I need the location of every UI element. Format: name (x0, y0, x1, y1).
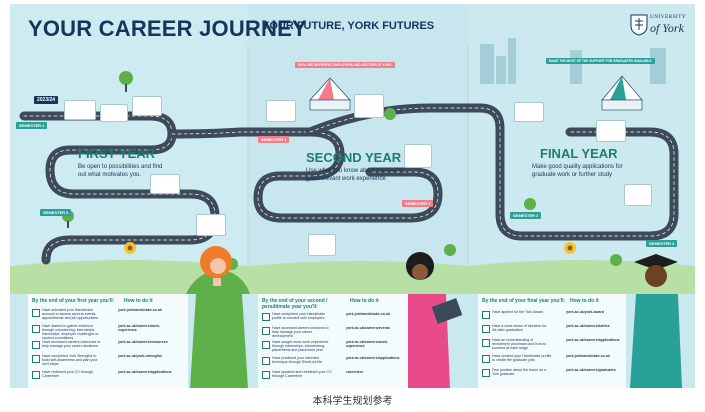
info-bubble (266, 100, 296, 122)
how-heading: How to do it (124, 298, 153, 304)
final-banner: MAKE THE MOST OF THE SUPPORT FOR GRADUAT… (546, 58, 655, 64)
semester-1-label-mid: SEMESTER 1 (258, 136, 290, 143)
info-bubble (196, 214, 226, 236)
career-journey-poster: YOUR CAREER JOURNEY YOUR FUTURE, YORK FU… (10, 4, 695, 388)
checklist-heading: By the end of your second / penultimate … (262, 298, 328, 310)
second-year-description: Use what you know about yourself to gain… (306, 168, 405, 182)
info-bubble (132, 96, 162, 116)
first-year-description: Be open to possibilities and find out wh… (78, 164, 163, 178)
how-heading: How to do it (350, 298, 379, 304)
checkbox[interactable] (32, 355, 40, 363)
checklist-heading: By the end of your first year you'll: (32, 298, 115, 304)
checkbox[interactable] (262, 341, 270, 349)
checklist-row: Have accessed careers sessions to help m… (262, 326, 404, 338)
checklist-row: Have completed your Handshake profile to… (262, 312, 404, 322)
checklist-row: Have updated and refreshed your CV throu… (262, 370, 404, 380)
student-illustration-right (630, 254, 682, 388)
final-year-heading: FINAL YEAR (540, 146, 618, 161)
checkbox[interactable] (262, 371, 270, 379)
checklist-row: Have sought more work experience through… (262, 340, 404, 352)
semester-3-label-final: SEMESTER 3 (646, 240, 678, 247)
checklist-row: Feel positive about the future as a York… (482, 368, 622, 378)
mid-banner: EXPLORE DIFFERENT EMPLOYERS AND SECTORS … (295, 62, 395, 68)
checklist-row: Have practised your interview technique … (262, 356, 404, 366)
event-tent-final (601, 75, 643, 111)
event-tent-middle (309, 77, 351, 111)
checkbox[interactable] (482, 355, 490, 363)
image-caption: 本科学生规划参考 (312, 396, 393, 407)
checkbox[interactable] (482, 369, 490, 377)
semester-2-label-final: SEMESTER 2 (510, 212, 542, 219)
year-chip: 2023/24 (34, 96, 59, 104)
info-bubble (514, 102, 544, 122)
checklist-first-year: By the end of your first year you'll: Ho… (28, 294, 188, 388)
student-illustration-left (186, 246, 250, 388)
checklist-row: Have started to gather evidence through … (32, 324, 182, 340)
info-bubble (404, 144, 432, 168)
page-title: YOUR CAREER JOURNEY (28, 16, 307, 41)
info-bubble (100, 104, 128, 122)
first-year-heading: FIRST YEAR (78, 146, 156, 161)
checklist-row: Have a clear sense of direction for life… (482, 324, 622, 334)
checklist-row: Have an understanding of recruitment pro… (482, 338, 622, 350)
checkbox[interactable] (32, 371, 40, 379)
checklist-row: Have accessed careers resources to help … (32, 340, 182, 350)
checklist-heading: By the end of your final year you'll: (482, 298, 566, 304)
semester-2-label-mid: SEMESTER 2 (402, 200, 434, 207)
checkbox[interactable] (262, 313, 270, 321)
final-year-description: Make good quality applications for gradu… (532, 164, 623, 178)
info-bubble (354, 94, 384, 118)
semester-1-label: SEMESTER 1 (16, 122, 48, 129)
checkbox[interactable] (262, 357, 270, 365)
info-bubble (624, 184, 652, 206)
info-bubble (64, 100, 96, 120)
checkbox[interactable] (482, 311, 490, 319)
info-bubble (596, 120, 626, 142)
checklist-row: Have completed York Strengths to build s… (32, 354, 182, 366)
checklist-row: Have activated your Handshake account to… (32, 308, 182, 320)
checkbox[interactable] (32, 325, 40, 333)
info-bubble (308, 234, 336, 256)
logo-line-2: of York (650, 21, 684, 35)
checkbox[interactable] (482, 325, 490, 333)
logo-line-1: UNIVERSITY (650, 14, 686, 20)
semester-2-label: SEMESTER 2 (40, 209, 72, 216)
checklist-row: Have reviewed your CV through Careertree… (32, 370, 182, 380)
checkbox[interactable] (262, 327, 270, 335)
checklist-final-year: By the end of your final year you'll: Ho… (478, 294, 626, 388)
how-heading: How to do it (570, 298, 599, 304)
checklist-second-year: By the end of your second / penultimate … (258, 294, 408, 388)
second-year-heading: SECOND YEAR (306, 150, 402, 165)
checkbox[interactable] (32, 341, 40, 349)
university-logo: UNIVERSITY of York (628, 12, 688, 46)
info-bubble (150, 174, 180, 194)
checkbox[interactable] (32, 309, 40, 317)
checklist-row: Have created your Handshake profile to c… (482, 354, 622, 364)
checkbox[interactable] (482, 339, 490, 347)
crest-icon (630, 14, 648, 36)
page-subtitle: YOUR FUTURE, YORK FUTURES (262, 20, 435, 32)
